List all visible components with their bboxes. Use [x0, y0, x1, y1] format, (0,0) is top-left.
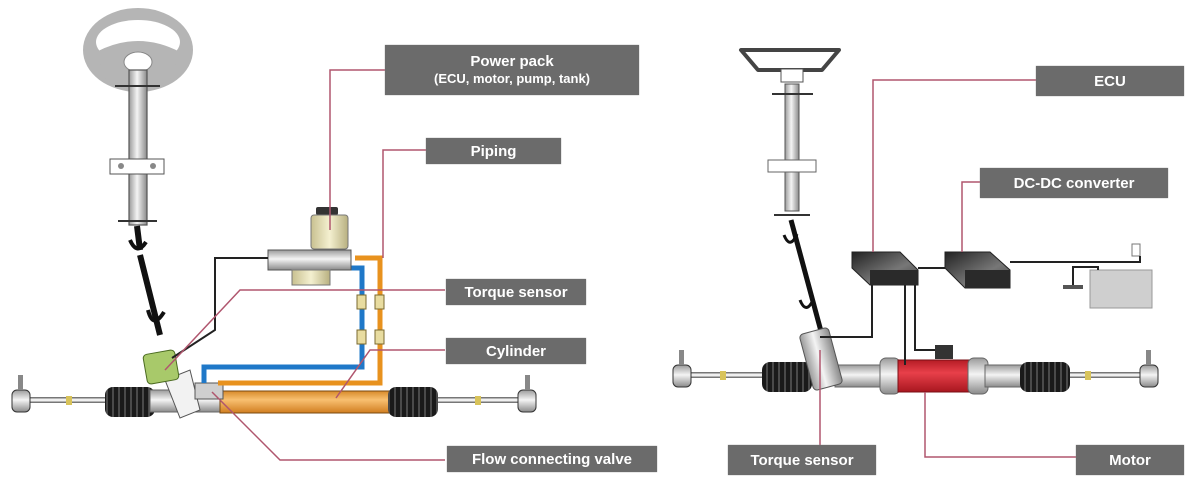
wiring [820, 256, 1141, 365]
leader-lines-electric [819, 79, 1076, 458]
power-pack-part [171, 207, 352, 359]
label-torque-sensor-electric: Torque sensor [728, 445, 876, 475]
dcdc-box [944, 251, 1011, 289]
leader-lines-hydraulic [164, 69, 445, 461]
oil-pipes [201, 255, 385, 386]
label-ecu: ECU [1036, 66, 1184, 96]
label-dcdc-converter: DC-DC converter [980, 168, 1168, 198]
label-power-pack: Power pack (ECU, motor, pump, tank) [385, 45, 639, 95]
hydraulic-diagram [11, 8, 537, 461]
steering-wheel-icon [83, 8, 193, 92]
battery-icon [1063, 243, 1153, 309]
label-piping: Piping [426, 138, 561, 164]
motor-part [897, 359, 971, 393]
label-cylinder: Cylinder [446, 338, 586, 364]
label-motor: Motor [1076, 445, 1184, 475]
torque-sensor-part [799, 327, 843, 391]
torque-sensor-part [142, 349, 180, 385]
steering-wheel-icon [739, 48, 841, 83]
steering-column [767, 83, 825, 336]
electric-diagram [672, 48, 1159, 458]
label-power-pack-sub: (ECU, motor, pump, tank) [434, 71, 590, 86]
label-power-pack-title: Power pack [470, 53, 554, 70]
label-flow-connecting-valve: Flow connecting valve [447, 446, 657, 472]
steering-rack-hydraulic [11, 349, 537, 419]
steering-rack-electric [672, 327, 1159, 395]
label-torque-sensor-hydraulic: Torque sensor [446, 279, 586, 305]
ecu-box [851, 251, 919, 286]
steering-column [109, 69, 166, 336]
